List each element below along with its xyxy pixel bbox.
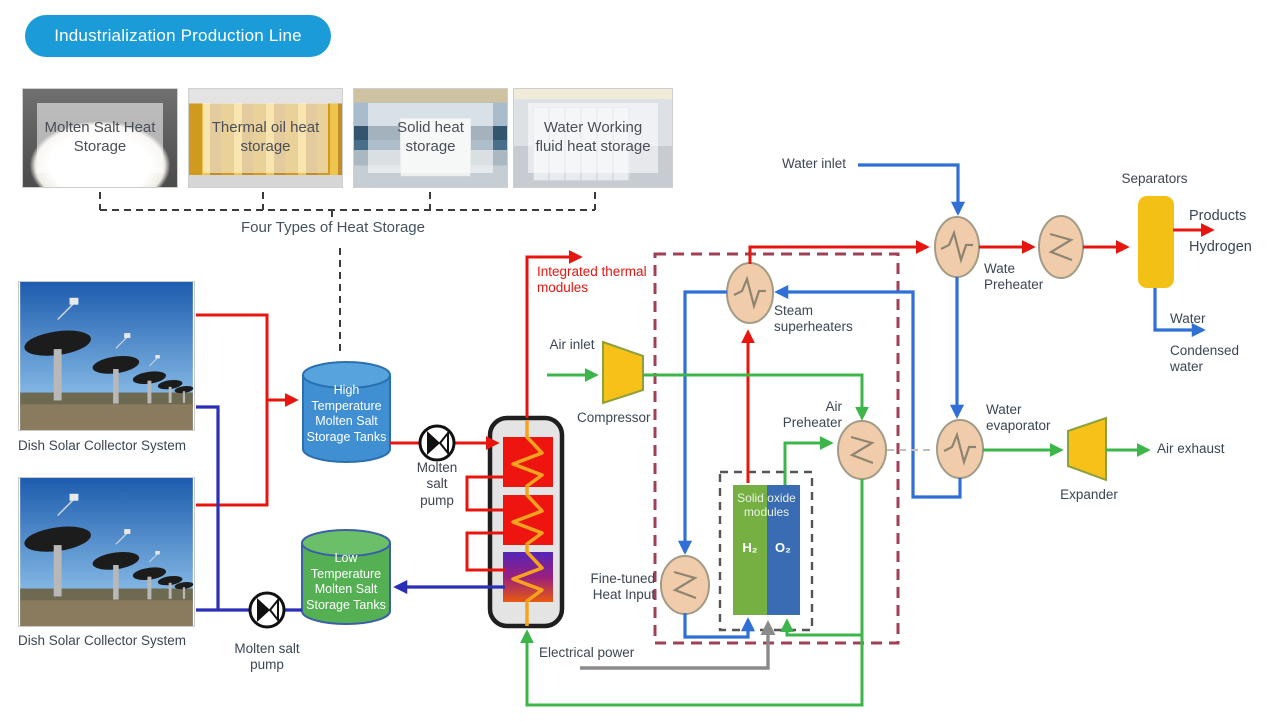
- tile-label-thermal-oil: Thermal oil heat storage: [202, 102, 329, 174]
- solid-oxide-modules-block: [733, 485, 800, 615]
- water-evaporator-exchanger: [936, 419, 984, 479]
- integrated-module-boundary-dashed: [653, 252, 900, 645]
- high-temp-tank: [302, 361, 391, 463]
- fine-tuned-heat-exchanger: [660, 555, 710, 615]
- air-inlet-label: Air inlet: [549, 337, 595, 352]
- photo-thermal-oil-storage: Thermal oil heat storage: [188, 88, 343, 188]
- o2-tag: O₂: [775, 540, 791, 555]
- molten-salt-pump-label-top: Molten salt pump: [416, 460, 458, 508]
- wate-preheater-exchanger: [934, 216, 980, 278]
- air-exhaust-label: Air exhaust: [1157, 441, 1225, 456]
- separators-label: Separators: [1121, 171, 1188, 186]
- electrical-power-line: [580, 620, 776, 670]
- water-evaporator-label: Water evaporator: [986, 402, 1051, 434]
- wate-preheater-label: Wate Preheater: [984, 261, 1044, 293]
- title-banner: Industrialization Production Line: [25, 15, 331, 57]
- high-temp-tank-label: High Temperature Molten Salt Storage Tan…: [306, 383, 387, 444]
- integrated-thermal-modules-block: [487, 415, 565, 629]
- compressor-shape: [602, 340, 644, 405]
- molten-salt-pump-top: [418, 424, 456, 462]
- air-preheater-label: Air Preheater: [782, 399, 842, 431]
- air-preheater-exchanger: [837, 420, 887, 480]
- h2-tag: H₂: [742, 540, 758, 555]
- low-temp-tank-label: Low Temperature Molten Salt Storage Tank…: [306, 551, 386, 612]
- separator-shape: [1138, 196, 1174, 288]
- steam-superheater-exchanger: [726, 262, 774, 324]
- module-zigzag: [511, 420, 544, 626]
- molten-salt-pump-bottom: [248, 591, 286, 629]
- expander-label: Expander: [1060, 487, 1118, 502]
- photo-dish-collector-1: [18, 281, 195, 431]
- dish-collector-label-2: Dish Solar Collector System: [18, 633, 187, 648]
- hot-salt-lines: [196, 223, 1215, 572]
- fine-tuned-heat-input-label: Fine-tuned Heat Input: [590, 571, 655, 603]
- electrical-power-label: Electrical power: [539, 645, 635, 660]
- expander-shape: [1067, 416, 1107, 482]
- tile-label-molten-salt: Molten Salt Heat Storage: [36, 102, 164, 174]
- integrated-thermal-modules-label: Integrated thermal modules: [537, 264, 647, 296]
- water-steam-lines: [677, 163, 1206, 639]
- dish-collector-label-1: Dish Solar Collector System: [18, 438, 187, 453]
- steam-superheaters-label: Steam superheaters: [774, 303, 853, 335]
- photo-molten-salt-storage: Molten Salt Heat Storage: [22, 88, 178, 188]
- heat-storage-caption: Four Types of Heat Storage: [241, 219, 425, 236]
- dish-collector-illustration: [20, 282, 194, 430]
- molten-salt-pump-label-bottom: Molten salt pump: [234, 641, 300, 673]
- solid-oxide-modules-label: Solid oxide modules: [737, 491, 796, 520]
- water-label: Water: [1170, 311, 1206, 326]
- photo-dish-collector-2: [18, 477, 195, 627]
- dish-collector-illustration: [20, 478, 194, 626]
- tile-label-solid-heat: Solid heat storage: [367, 102, 494, 174]
- tile-label-water-fluid: Water Working fluid heat storage: [528, 102, 658, 174]
- air-lines: [520, 368, 1151, 707]
- condensed-water-label: Condensed water: [1170, 343, 1240, 375]
- products-label: Products: [1189, 208, 1247, 224]
- heat-exchangers: [660, 215, 1084, 615]
- photo-water-fluid-storage: Water Working fluid heat storage: [513, 88, 673, 188]
- compressor-label: Compressor: [577, 410, 651, 425]
- photo-solid-heat-storage: Solid heat storage: [353, 88, 508, 188]
- low-temp-tank: [301, 529, 391, 625]
- hydrogen-label: Hydrogen: [1189, 239, 1252, 255]
- product-cooler-exchanger: [1038, 215, 1084, 279]
- water-inlet-label: Water inlet: [782, 156, 847, 171]
